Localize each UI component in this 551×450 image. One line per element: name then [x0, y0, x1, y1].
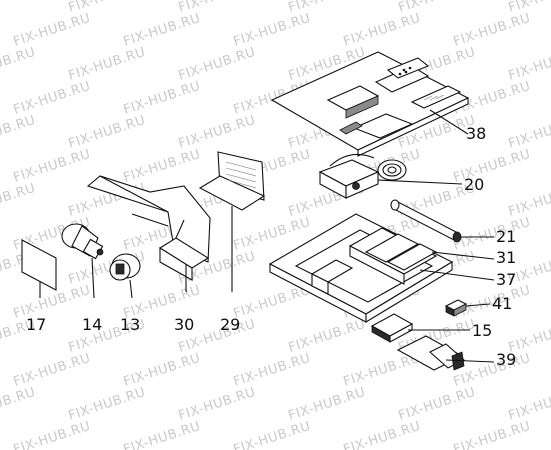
part-37-tray: [268, 213, 495, 323]
watermark-text: FIX-HUB.RU: [397, 385, 478, 424]
part-39-bracket: [396, 335, 495, 371]
watermark-text: FIX-HUB.RU: [0, 385, 37, 424]
watermark-text: FIX-HUB.RU: [507, 0, 551, 16]
watermark-text: FIX-HUB.RU: [122, 351, 203, 390]
part-38-top-plate: [270, 51, 470, 157]
watermark-text: FIX-HUB.RU: [177, 385, 258, 424]
watermark-text: FIX-HUB.RU: [67, 45, 148, 84]
watermark-text: FIX-HUB.RU: [12, 11, 93, 50]
watermark-text: FIX-HUB.RU: [287, 317, 368, 356]
watermark-text: FIX-HUB.RU: [232, 11, 313, 50]
callout-39: 39: [496, 350, 516, 369]
part-21-tube: [390, 199, 494, 243]
watermark-text: FIX-HUB.RU: [122, 419, 203, 450]
callout-29: 29: [220, 315, 240, 334]
watermark-text: FIX-HUB.RU: [12, 147, 93, 186]
watermark-text: FIX-HUB.RU: [12, 351, 93, 390]
callout-15: 15: [472, 321, 492, 340]
watermark-text: FIX-HUB.RU: [0, 181, 37, 220]
watermark-text: FIX-HUB.RU: [342, 11, 423, 50]
watermark-text: FIX-HUB.RU: [232, 351, 313, 390]
part-20-thermostat: [318, 153, 463, 199]
watermark-text: FIX-HUB.RU: [232, 283, 313, 322]
part-17-cover: [21, 239, 57, 298]
part-14-bulb: [61, 223, 104, 299]
watermark-text: FIX-HUB.RU: [0, 45, 37, 84]
watermark-text: FIX-HUB.RU: [12, 419, 93, 450]
part-41-clip: [444, 299, 491, 317]
callout-labels: 38 20 21 31 37 41 15 39 17 14 13 30 29: [26, 124, 516, 369]
watermark-text: FIX-HUB.RU: [287, 385, 368, 424]
rating-label-hatch: [225, 161, 257, 189]
watermark-text: FIX-HUB.RU: [67, 385, 148, 424]
watermark-text: FIX-HUB.RU: [452, 351, 533, 390]
watermark-text: FIX-HUB.RU: [452, 215, 533, 254]
callout-30: 30: [174, 315, 194, 334]
callout-14: 14: [82, 315, 102, 334]
watermark-text: FIX-HUB.RU: [122, 147, 203, 186]
callout-13: 13: [120, 315, 140, 334]
callout-20: 20: [464, 175, 484, 194]
callout-21: 21: [496, 227, 516, 246]
watermark-text: FIX-HUB.RU: [122, 11, 203, 50]
watermark-text: FIX-HUB.RU: [507, 45, 551, 84]
watermark-text: FIX-HUB.RU: [507, 113, 551, 152]
watermark-text: FIX-HUB.RU: [12, 283, 93, 322]
watermark-text: FIX-HUB.RU: [342, 419, 423, 450]
watermark-text: FIX-HUB.RU: [452, 419, 533, 450]
watermark-text: FIX-HUB.RU: [232, 419, 313, 450]
watermark-text: FIX-HUB.RU: [452, 11, 533, 50]
part-29-bracket: [198, 151, 266, 292]
callout-41: 41: [492, 294, 512, 313]
watermark-text: FIX-HUB.RU: [177, 45, 258, 84]
watermark-text: FIX-HUB.RU: [67, 113, 148, 152]
part-30-lamp-housing: [86, 175, 211, 292]
watermark-text: FIX-HUB.RU: [0, 113, 37, 152]
watermark-text: FIX-HUB.RU: [177, 113, 258, 152]
callout-38: 38: [466, 124, 486, 143]
watermark-text: FIX-HUB.RU: [507, 385, 551, 424]
watermark-text: FIX-HUB.RU: [12, 79, 93, 118]
watermark-text: FIX-HUB.RU: [507, 181, 551, 220]
watermark-text: FIX-HUB.RU: [122, 79, 203, 118]
callout-37: 37: [496, 270, 516, 289]
callout-17: 17: [26, 315, 46, 334]
callout-31: 31: [496, 248, 516, 267]
part-13-socket: [109, 253, 141, 299]
part-15-switch: [370, 313, 470, 343]
watermark-text: FIX-HUB.RU: [0, 0, 37, 16]
